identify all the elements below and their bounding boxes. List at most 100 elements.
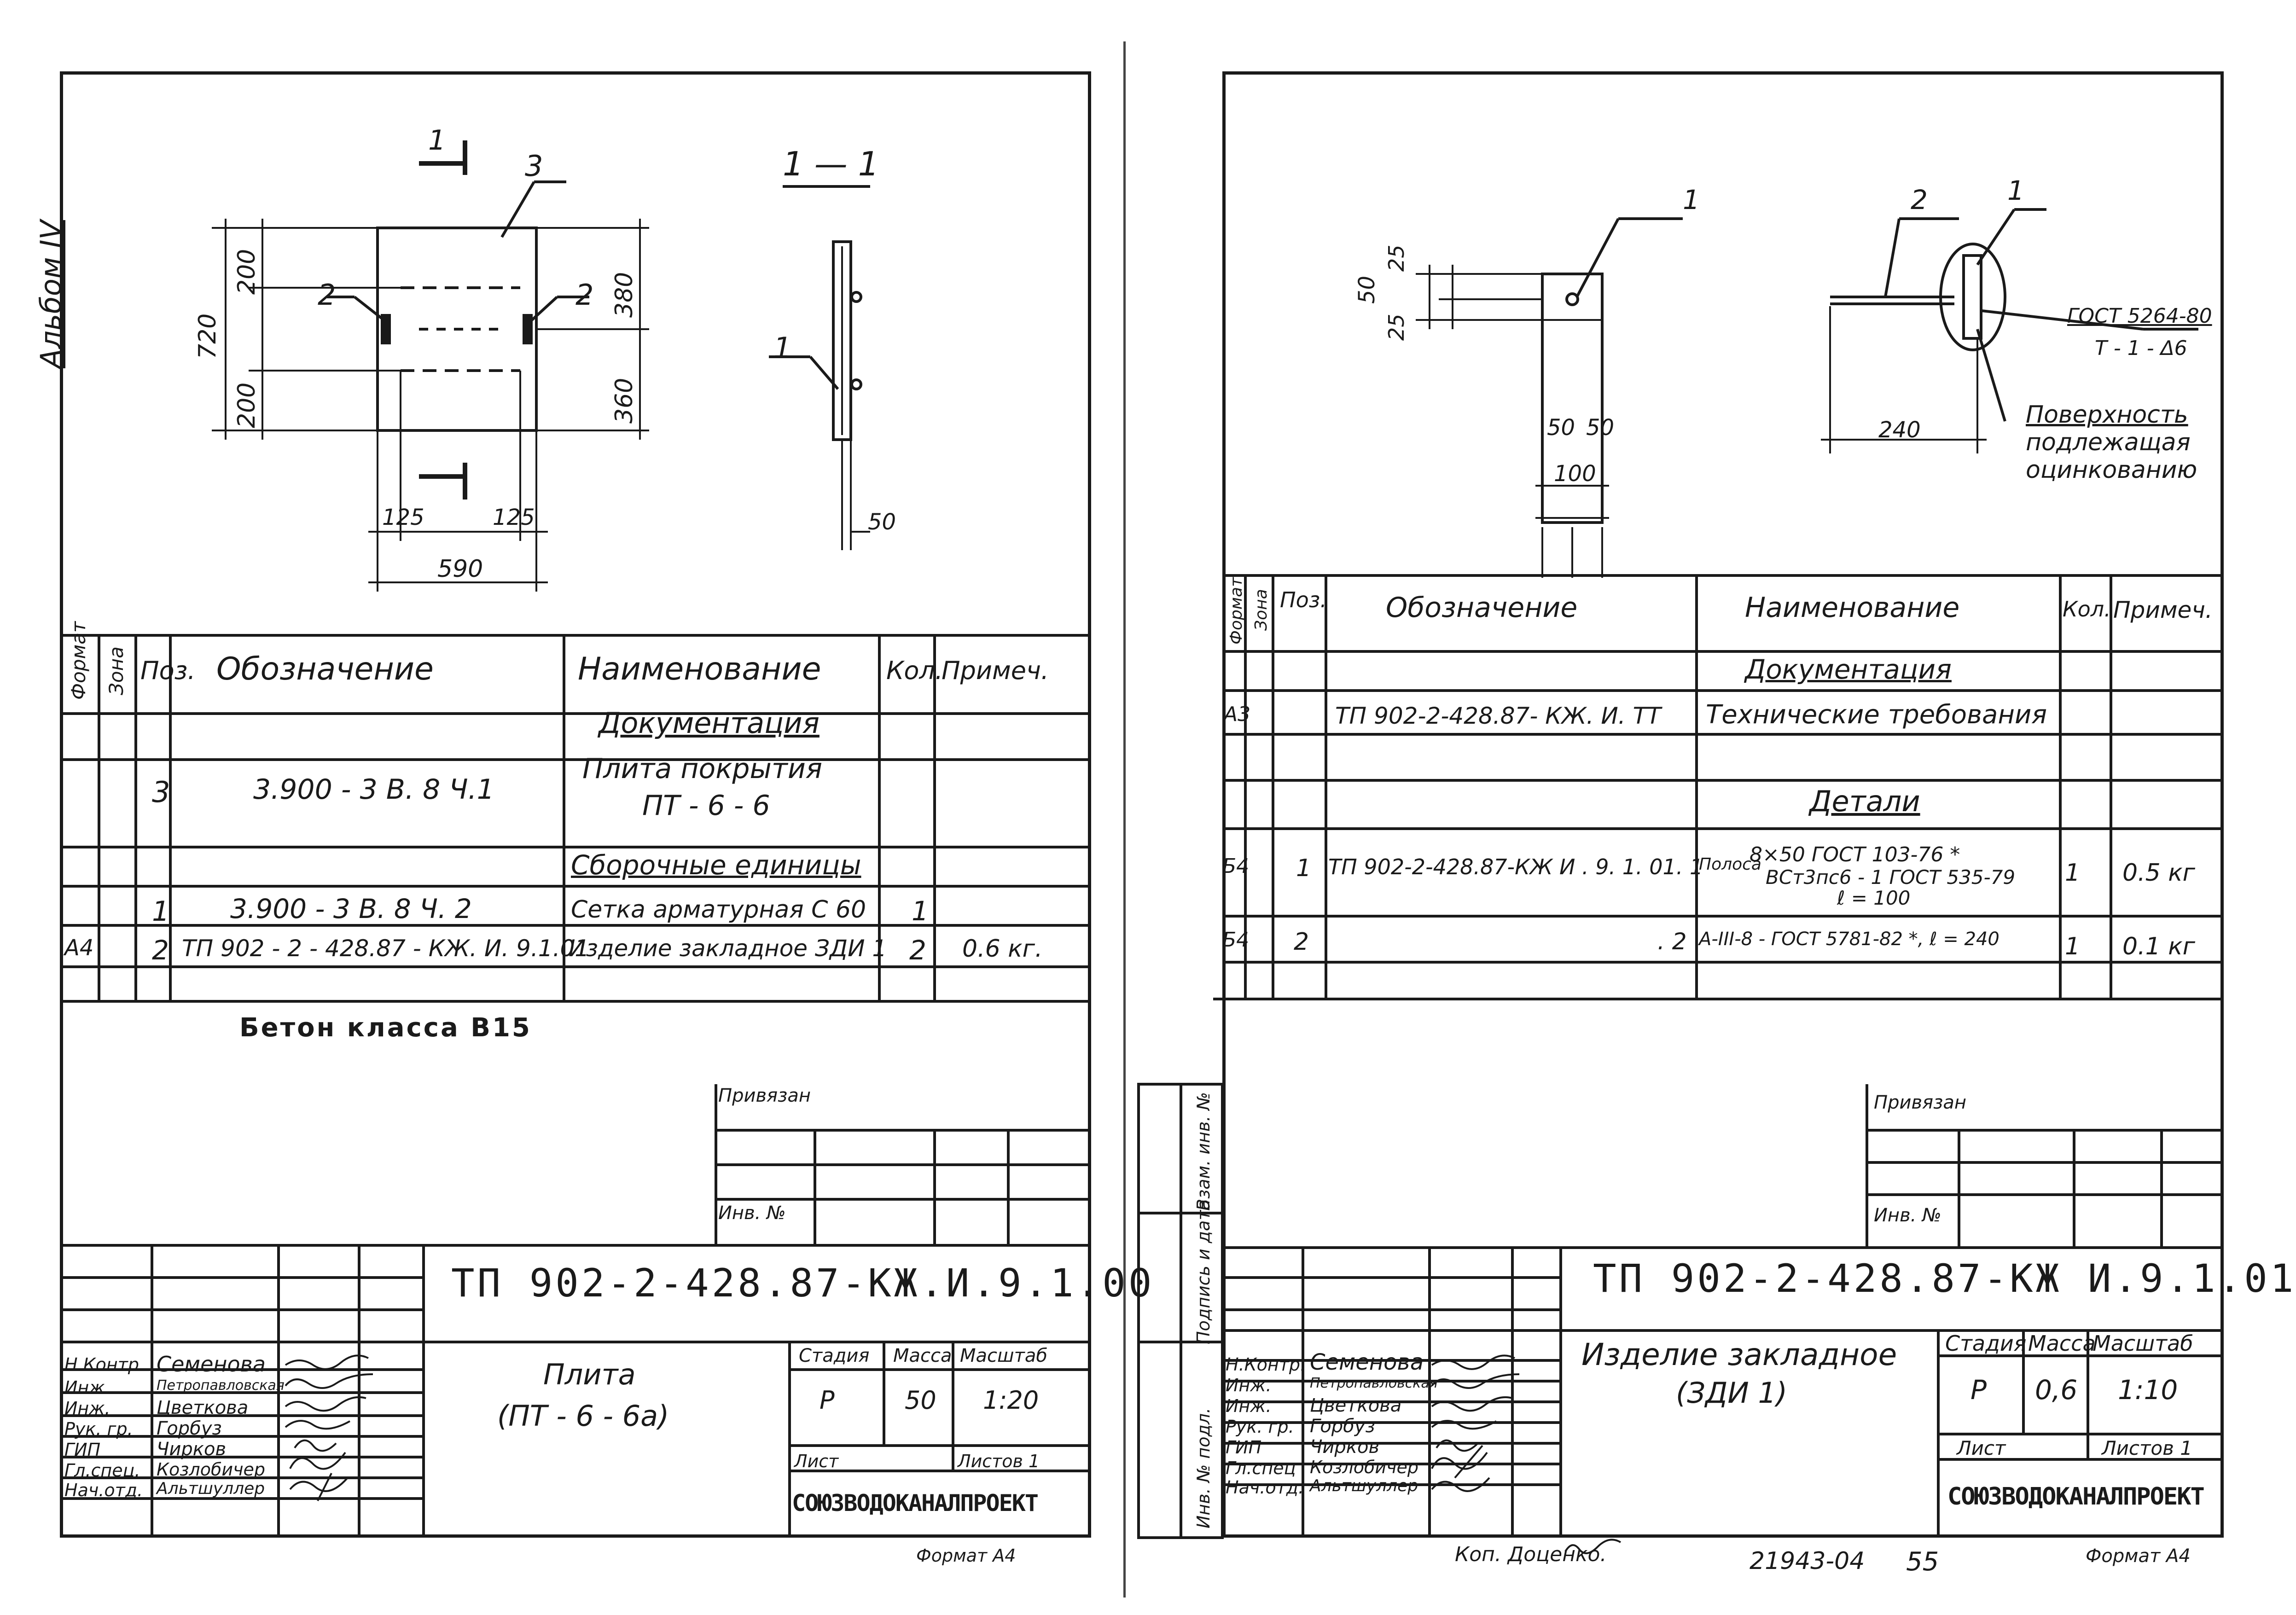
right-signer-5-name: Козлобичер <box>1310 1457 1419 1477</box>
left-signer-0-name: Семенова <box>157 1352 266 1377</box>
right-signer-4-name: Чирков <box>1310 1436 1380 1458</box>
left-row1-name: Сетка арматурная С 60 <box>571 896 866 924</box>
left-sheet-label: Лист <box>794 1451 839 1471</box>
callout-3: 3 <box>525 149 543 183</box>
dim-590: 590 <box>437 555 483 583</box>
left-mass-label: Масса <box>893 1345 952 1366</box>
right-sheet-label: Лист <box>1957 1437 2006 1459</box>
right-col-designation: Обозначение <box>1386 592 1578 624</box>
right-sheets-label: Листов 1 <box>2102 1437 2192 1459</box>
left-signer-1-role: Инж. <box>64 1377 110 1398</box>
right-row2-pos: 2 <box>1294 928 1309 956</box>
right-privyazan: Привязан <box>1874 1092 1967 1113</box>
right-signer-1-role: Инж. <box>1226 1375 1272 1395</box>
right-spec-grid <box>1213 574 2224 1000</box>
left-col-name: Наименование <box>578 651 821 687</box>
right-col-name: Наименование <box>1745 592 1960 624</box>
surface-note-3: оцинкованию <box>2026 456 2197 484</box>
right-row1-desig: ТП 902-2-428.87-КЖ И . 9. 1. 01. 1 <box>1328 854 1703 879</box>
left-row2-qty: 2 <box>909 935 926 966</box>
left-privyazan: Привязан <box>718 1085 811 1106</box>
callout-2-left: 2 <box>318 278 336 312</box>
left-signer-2-role: Инж. <box>64 1398 110 1418</box>
left-signer-4-name: Чирков <box>157 1439 227 1460</box>
weld-type: Т - 1 - Δ6 <box>2095 337 2187 360</box>
right-signer-3-name: Горбуз <box>1310 1416 1375 1437</box>
left-item-name-2: (ПТ - 6 - 6а) <box>497 1399 669 1433</box>
right-item-name-1: Изделие закладное <box>1581 1337 1897 1372</box>
right-embedded-item-drawing <box>1416 208 2198 578</box>
right-row1-name-a: Полоса <box>1699 855 1761 874</box>
right-col-pos: Поз. <box>1280 587 1327 612</box>
right-dim-240: 240 <box>1878 417 1921 443</box>
section-title-1-1: 1 — 1 <box>783 145 879 183</box>
right-signer-2-role: Инж. <box>1226 1396 1272 1416</box>
right-signer-5-role: Гл.спец <box>1226 1458 1296 1478</box>
left-row2-pos: 2 <box>152 935 169 966</box>
left-row3-name-2: ПТ - 6 - 6 <box>642 790 770 822</box>
left-spec-grid <box>60 634 1091 1003</box>
left-signer-5-role: Гл.спец. <box>64 1460 140 1481</box>
left-title-code: ТП 902-2-428.87-КЖ.И.9.1.00 <box>451 1261 1155 1306</box>
left-signer-4-role: ГИП <box>64 1440 101 1460</box>
right-row2-qty: 1 <box>2065 933 2081 960</box>
right-signer-4-role: ГИП <box>1226 1437 1262 1458</box>
left-scale-val: 1:20 <box>983 1386 1039 1415</box>
right-signer-3-role: Рук. гр. <box>1226 1417 1294 1437</box>
left-signer-6-name: Альтшуллер <box>157 1479 265 1498</box>
left-row2-format: А4 <box>64 935 94 961</box>
right-stage-label: Стадия <box>1945 1331 2027 1356</box>
right-org: СОЮЗВОДОКАНАЛПРОЕКТ <box>1947 1483 2205 1510</box>
dim-125-right: 125 <box>493 505 535 530</box>
right-mass-val: 0,6 <box>2035 1374 2078 1406</box>
right-format: Формат А4 <box>2086 1545 2191 1567</box>
right-row1-name-d: ℓ = 100 <box>1837 887 1911 909</box>
right-col-note: Примеч. <box>2113 597 2213 623</box>
right-inv-no: Инв. № <box>1874 1205 1941 1226</box>
left-signer-2-name: Цветкова <box>157 1397 249 1418</box>
left-signer-6-role: Нач.отд. <box>64 1480 143 1500</box>
left-row1-qty: 1 <box>912 895 929 927</box>
left-row1-desig: 3.900 - 3 В. 8 Ч. 2 <box>230 893 472 924</box>
right-callout-2: 2 <box>1911 184 1928 215</box>
right-title-code: ТП 902-2-428.87-КЖ И.9.1.01 <box>1593 1256 2296 1301</box>
callout-1: 1 <box>773 331 792 365</box>
right-rowA-name: Технические требования <box>1706 700 2047 730</box>
left-row2-note: 0.6 кг. <box>962 935 1043 963</box>
left-format: Формат А4 <box>916 1545 1016 1566</box>
left-plate-drawing <box>212 140 870 592</box>
left-col-pos: Поз. <box>140 656 196 685</box>
left-row3-name-1: Плита покрытия <box>582 753 822 785</box>
left-signer-1-name: Петропавловская <box>157 1377 285 1394</box>
right-row2-desig: . 2 <box>1657 928 1687 955</box>
left-row1-pos: 1 <box>152 895 170 928</box>
left-row3-pos: 3 <box>152 775 170 809</box>
left-signer-3-role: Рук. гр. <box>64 1419 133 1439</box>
right-rowA-desig: ТП 902-2-428.87- КЖ. И. ТТ <box>1335 703 1661 729</box>
right-signer-6-role: Нач.отд. <box>1226 1477 1304 1498</box>
right-item-name-2: (ЗДИ 1) <box>1676 1376 1788 1410</box>
right-dim-50-a: 50 <box>1547 415 1575 441</box>
left-row2-name: Изделие закладное ЗДИ 1 <box>569 935 887 962</box>
right-row2-name: А-III-8 - ГОСТ 5781-82 *, ℓ = 240 <box>1699 929 2000 950</box>
dim-50: 50 <box>868 509 896 535</box>
left-sheets-label: Листов 1 <box>958 1451 1040 1471</box>
right-signer-0-name: Семенова <box>1310 1349 1424 1375</box>
right-row2-format: Б4 <box>1222 928 1250 952</box>
right-row1-note: 0.5 кг <box>2122 859 2195 887</box>
left-signer-3-name: Горбуз <box>157 1418 222 1439</box>
right-row1-qty: 1 <box>2065 859 2081 887</box>
right-stage-val: Р <box>1970 1374 1987 1406</box>
right-section-docs: Документация <box>1745 654 1952 685</box>
right-bottom-note: Коп. Доценко. <box>1455 1543 1607 1566</box>
left-signer-5-name: Козлобичер <box>157 1459 266 1480</box>
right-callout-1a: 1 <box>1683 184 1700 215</box>
right-section-parts: Детали <box>1809 784 1920 818</box>
right-row1-name-c: ВСт3пс6 - 1 ГОСТ 535-79 <box>1766 866 2016 889</box>
left-stage-val: Р <box>820 1386 835 1415</box>
left-scale-label: Масштаб <box>960 1345 1048 1366</box>
right-bottom-num: 21943-04 <box>1750 1547 1865 1575</box>
left-section-docs: Документация <box>599 706 820 740</box>
left-section-units: Сборочные единицы <box>571 849 861 881</box>
